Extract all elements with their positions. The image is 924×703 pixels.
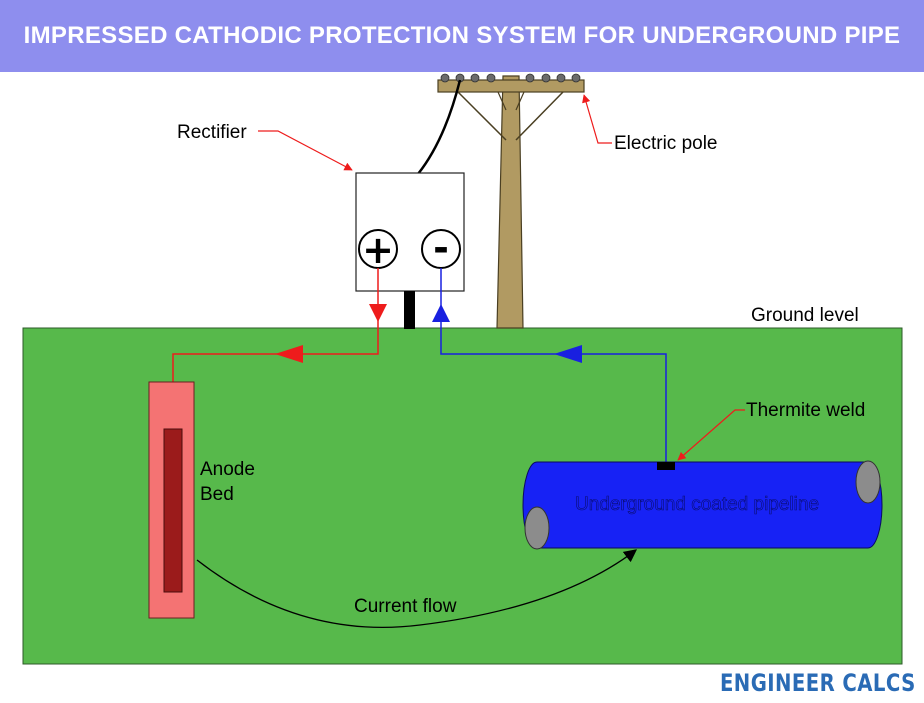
ground-level-label: Ground level bbox=[751, 305, 859, 326]
current-flow-arrow bbox=[196, 549, 638, 628]
rectifier-leader bbox=[258, 130, 353, 171]
negative-arrow-left-icon bbox=[554, 345, 582, 363]
anode-bed bbox=[148, 381, 195, 619]
supply-cable bbox=[417, 79, 462, 175]
current-flow-label: Current flow bbox=[354, 596, 457, 617]
anode-label-line1: Anode bbox=[200, 459, 255, 480]
electric-pole-leader bbox=[582, 94, 612, 144]
title-banner: IMPRESSED CATHODIC PROTECTION SYSTEM FOR… bbox=[0, 0, 924, 72]
negative-arrow-up-icon bbox=[432, 304, 450, 322]
thermite-weld-label: Thermite weld bbox=[746, 400, 865, 421]
negative-terminal-symbol: - bbox=[433, 226, 449, 270]
insulator-icons bbox=[440, 73, 581, 83]
pipe-end-right bbox=[855, 460, 881, 504]
pipeline bbox=[522, 460, 883, 550]
positive-terminal-symbol: + bbox=[362, 228, 394, 272]
pipeline-label: Underground coated pipeline bbox=[575, 494, 819, 515]
positive-arrow-down-icon bbox=[369, 304, 387, 322]
pipe-end-left bbox=[524, 506, 550, 550]
electric-pole bbox=[437, 73, 585, 329]
positive-arrow-left-icon bbox=[275, 345, 303, 363]
page-title: IMPRESSED CATHODIC PROTECTION SYSTEM FOR… bbox=[23, 22, 901, 49]
thermite-weld-leader bbox=[677, 409, 745, 461]
rectifier-label: Rectifier bbox=[177, 122, 247, 143]
rectifier-box: + - bbox=[355, 172, 465, 329]
thermite-weld-point bbox=[657, 462, 675, 470]
anode-label-line2: Bed bbox=[200, 484, 234, 505]
electric-pole-label: Electric pole bbox=[614, 133, 718, 154]
brand-logo: ENGINEER CALCS bbox=[720, 669, 916, 697]
